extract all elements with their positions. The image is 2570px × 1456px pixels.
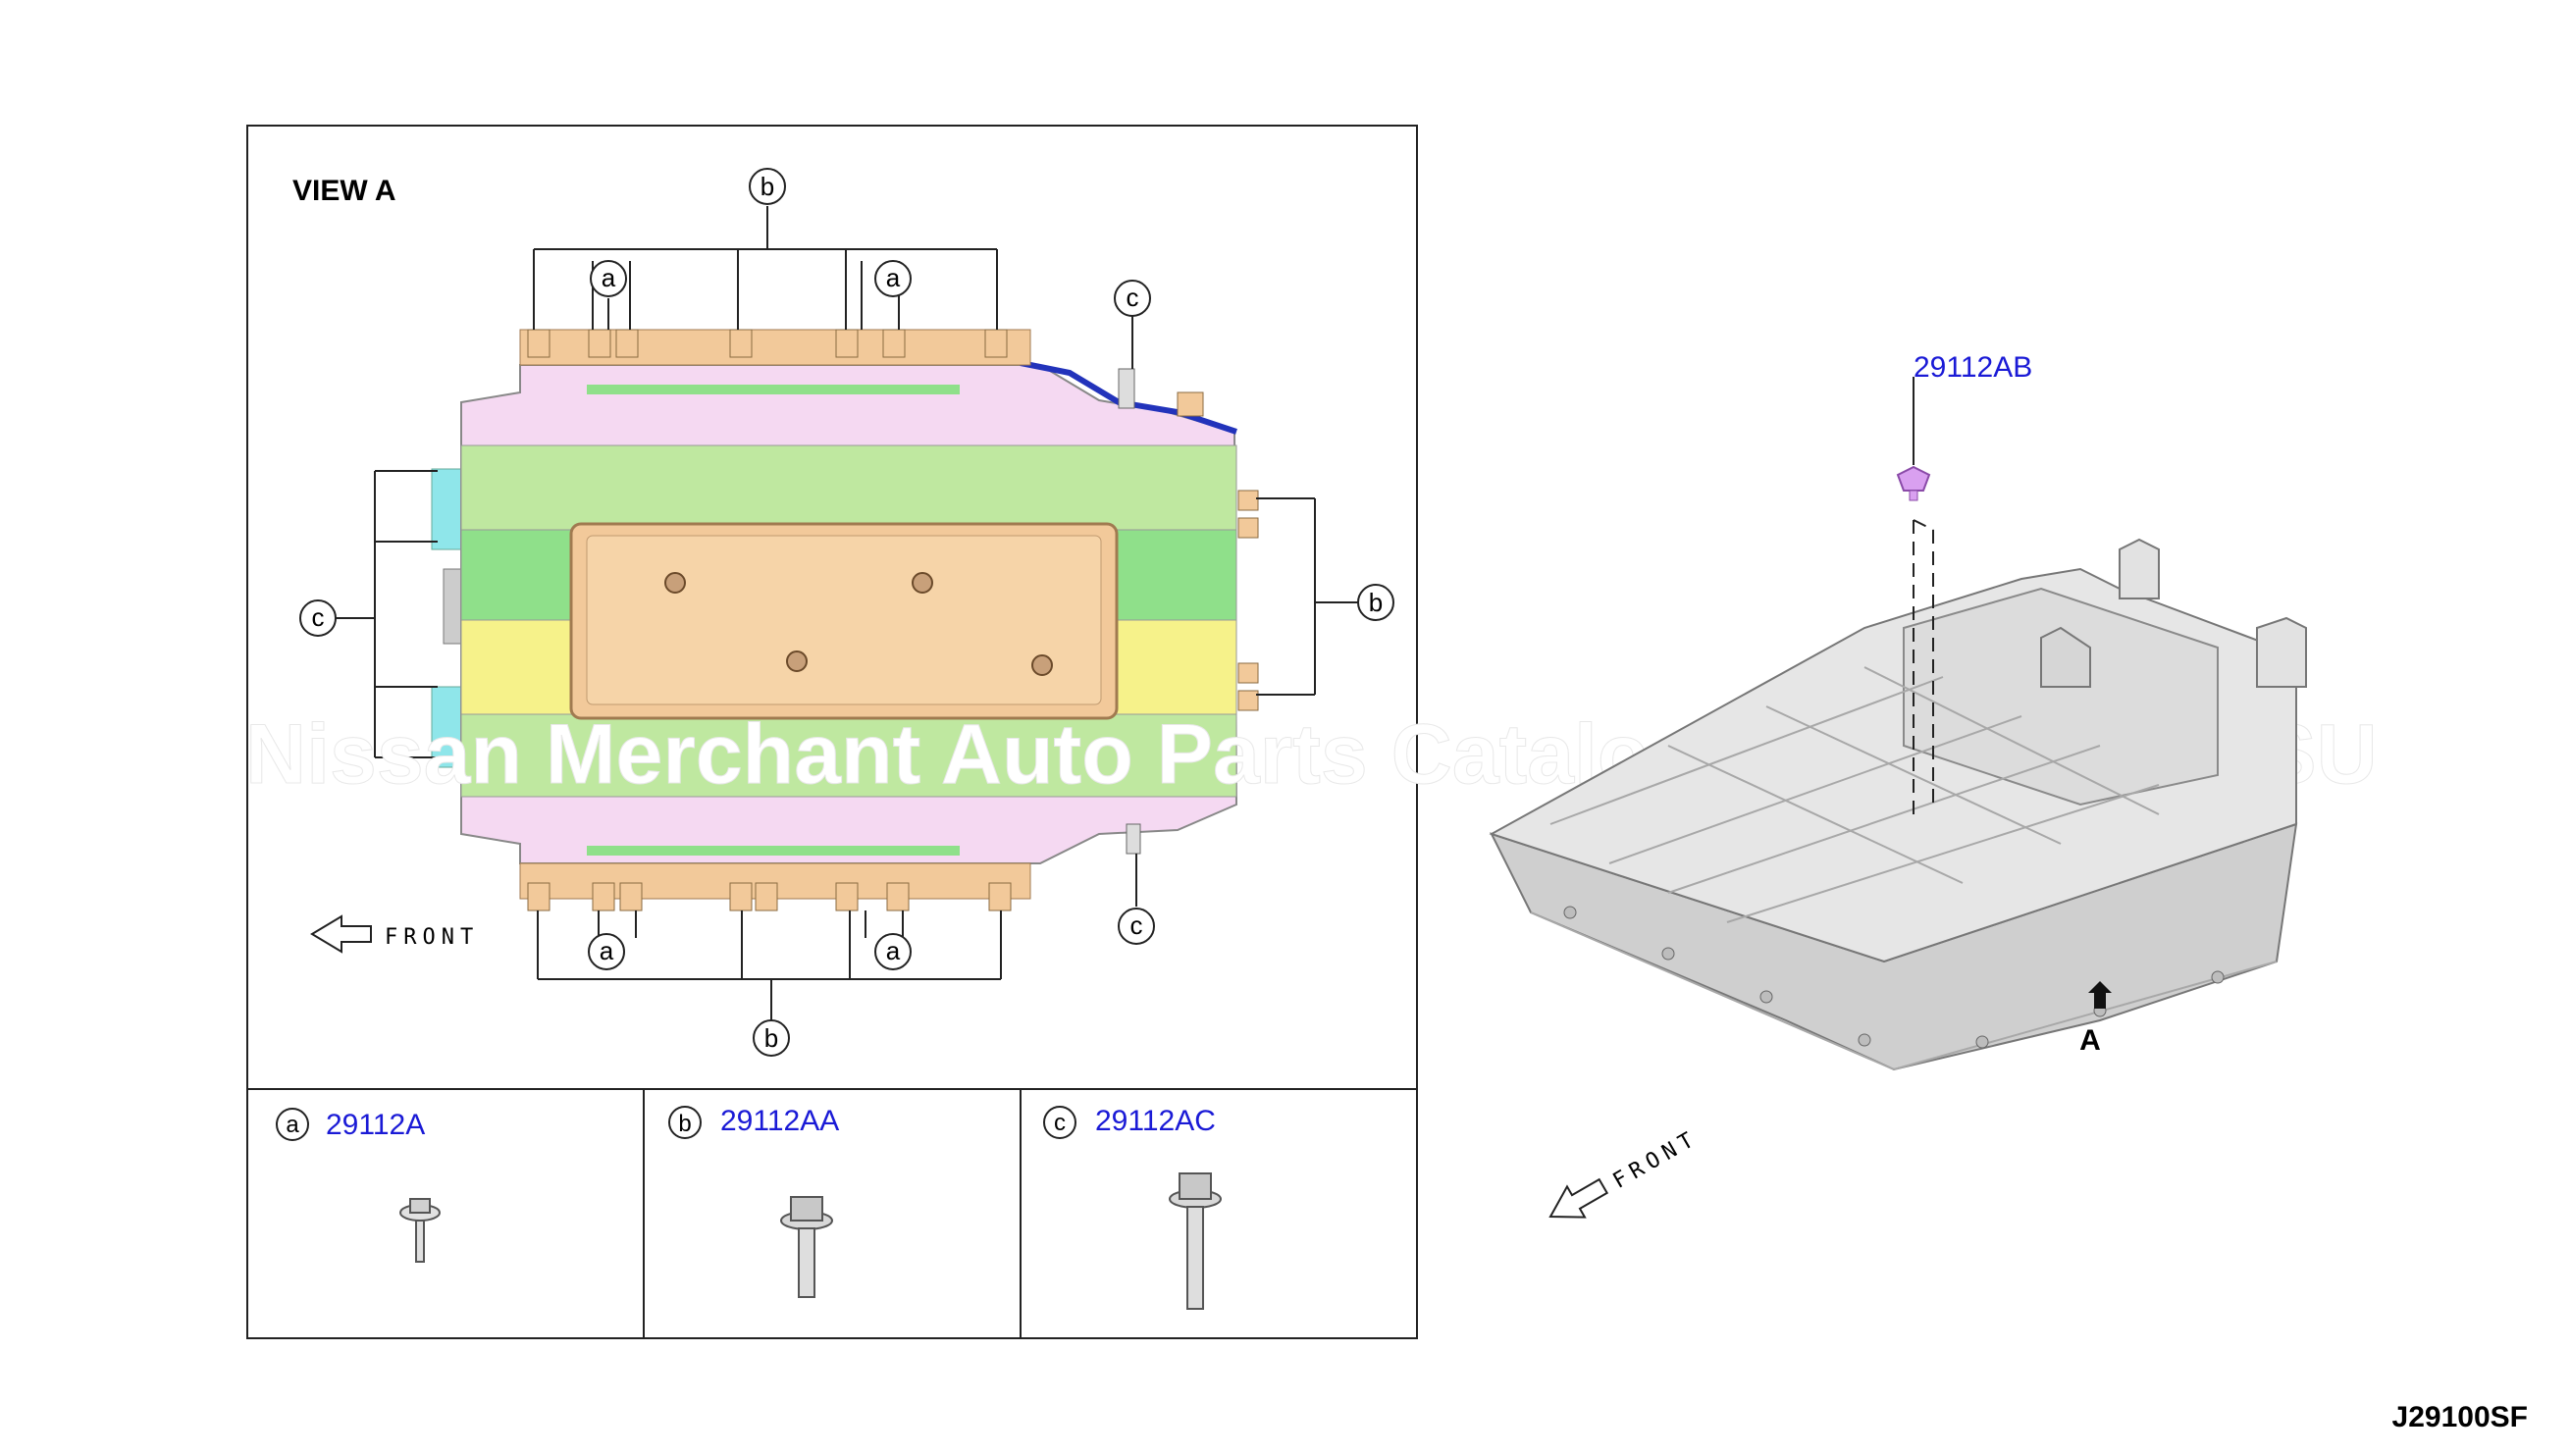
- view-a-panel: [246, 125, 1418, 1339]
- part-cell-a: a 29112A: [276, 1108, 441, 1263]
- callout-b-bottom: b: [753, 1019, 790, 1057]
- svg-text:c: c: [312, 602, 325, 632]
- bolt-29112ab-icon: [1896, 465, 1931, 501]
- diagram-code: J29100SF: [2392, 1401, 2528, 1433]
- svg-text:29112AA: 29112AA: [720, 1105, 839, 1137]
- battery-top-view: [431, 329, 1259, 911]
- callout-a-top-right: a: [874, 260, 912, 297]
- svg-text:b: b: [678, 1111, 691, 1137]
- callout-a-bottom-left: a: [588, 933, 625, 970]
- callout-c-bottom: c: [1118, 908, 1155, 945]
- svg-text:29112A: 29112A: [326, 1109, 425, 1141]
- front-arrow-right: FRONT: [1548, 1125, 1704, 1219]
- svg-text:b: b: [1369, 588, 1383, 617]
- callout-b-top: b: [749, 168, 786, 205]
- svg-text:29112AC: 29112AC: [1095, 1105, 1216, 1137]
- svg-text:FRONT: FRONT: [1609, 1125, 1704, 1194]
- callout-a-top-left: a: [590, 260, 627, 297]
- view-a-title: VIEW A: [292, 175, 396, 207]
- svg-text:FRONT: FRONT: [385, 925, 479, 950]
- svg-text:a: a: [286, 1112, 299, 1138]
- part-29112ab-label: 29112AB: [1914, 351, 2032, 384]
- svg-text:c: c: [1054, 1110, 1066, 1136]
- svg-text:a: a: [602, 263, 616, 292]
- bolt-c-icon: [1169, 1172, 1222, 1310]
- bolt-b-icon: [780, 1196, 833, 1298]
- view-a-arrow-icon: [2088, 981, 2112, 1009]
- callout-b-right: b: [1357, 584, 1394, 621]
- part-cell-b: b 29112AA: [668, 1105, 839, 1298]
- battery-tray-isometric: [1489, 538, 2307, 1071]
- svg-text:b: b: [761, 172, 774, 201]
- screw-a-icon: [399, 1198, 441, 1263]
- callout-leaders: [336, 206, 1358, 1020]
- callout-c-left: c: [299, 599, 337, 637]
- callout-a-bottom-right: a: [874, 933, 912, 970]
- svg-text:a: a: [600, 936, 614, 965]
- front-arrow-left: FRONT: [310, 914, 479, 954]
- part-cell-c: c 29112AC: [1043, 1105, 1222, 1310]
- callout-c-top: c: [1114, 280, 1151, 317]
- svg-text:b: b: [764, 1023, 778, 1053]
- svg-text:c: c: [1127, 283, 1139, 312]
- svg-text:a: a: [886, 936, 901, 965]
- svg-text:a: a: [886, 263, 901, 292]
- view-a-arrow-label: A: [2079, 1024, 2101, 1057]
- bolt-leader: [1913, 377, 1934, 814]
- svg-text:c: c: [1130, 910, 1143, 940]
